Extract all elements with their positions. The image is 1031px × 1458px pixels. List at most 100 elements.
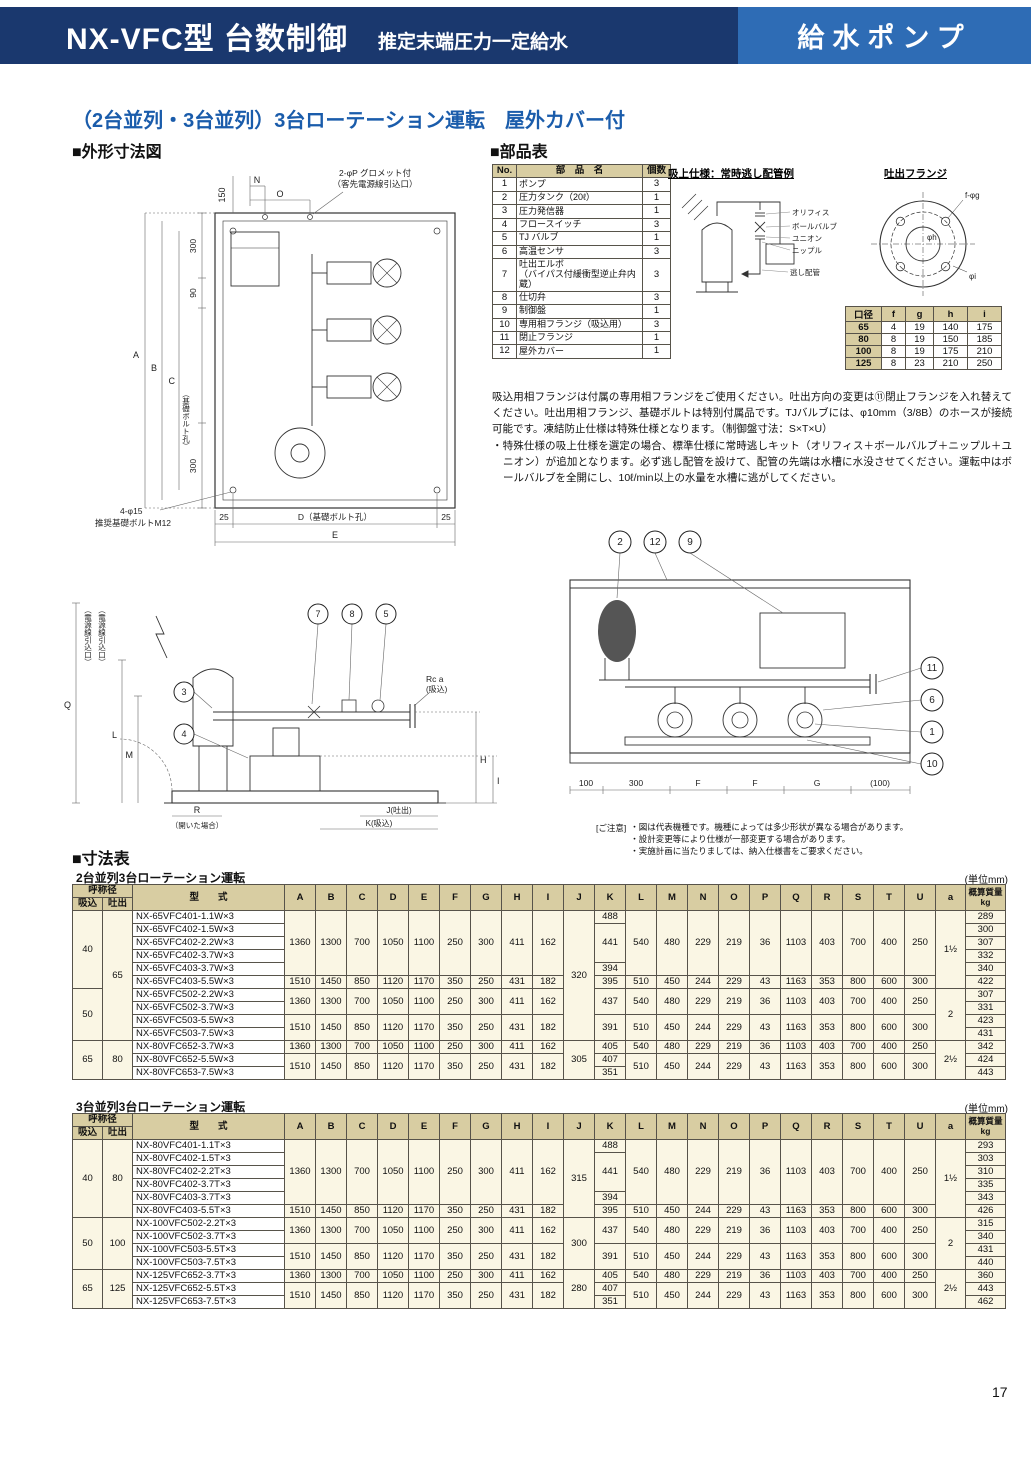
dim-cell: 800 — [842, 1014, 874, 1041]
dim-cell: 335 — [965, 1178, 1006, 1192]
dim-cell: 1100 — [408, 1217, 440, 1244]
dim-cell: 1103 — [780, 1139, 812, 1205]
dim-cell: 850 — [346, 1243, 378, 1270]
callout-4: 4 — [181, 729, 186, 739]
dim-cell: 411 — [501, 1040, 533, 1054]
elevation-unit-outline — [155, 615, 446, 804]
flange-header-cell: f — [881, 306, 906, 322]
dim-cell: 480 — [656, 1217, 688, 1244]
dim-cell: 394 — [594, 962, 626, 976]
flange-value: 210 — [967, 345, 1002, 358]
parts-qty: 1 — [642, 344, 671, 359]
dim-cell: 443 — [965, 1282, 1006, 1296]
parts-name: 制御盤 — [516, 304, 643, 319]
dim-q: Q — [64, 700, 71, 710]
header-letter: D — [377, 1113, 409, 1140]
dim-cell: 1163 — [780, 1282, 812, 1309]
flange-value: 19 — [905, 345, 934, 358]
orifice-label: オリフィス — [792, 208, 829, 217]
dim-cell: 600 — [873, 1243, 905, 1270]
dim-cell: 1360 — [284, 988, 316, 1015]
flange-value: 23 — [905, 357, 934, 370]
flange-i-label: φi — [969, 272, 976, 281]
dim-cell: 700 — [842, 988, 874, 1015]
dim-cell: 80 — [102, 1139, 133, 1218]
parts-name: TJ バルブ — [516, 231, 643, 246]
header-letter: S — [842, 1113, 874, 1140]
header-suction: 吸込 — [72, 1126, 103, 1140]
dim-cell: 250 — [470, 1204, 502, 1218]
dim-cell: 332 — [965, 949, 1006, 963]
dim-cell: 229 — [718, 1014, 750, 1041]
header-letter: U — [904, 884, 936, 911]
header-letter: N — [687, 1113, 719, 1140]
dim-cell: 250 — [439, 1040, 471, 1054]
flange-header-cell: g — [905, 306, 934, 322]
dim-cell: 510 — [625, 1282, 657, 1309]
header-letter: N — [687, 884, 719, 911]
flange-header-cell: 口径 — [845, 306, 882, 322]
dim-cell: 65 — [72, 1269, 103, 1309]
dim-cell: 1450 — [315, 1243, 347, 1270]
header-letter: S — [842, 884, 874, 911]
dim-cell: 36 — [749, 988, 781, 1015]
dim-f2: F — [752, 778, 757, 788]
dim-cell: 437 — [594, 1217, 626, 1244]
callout-5: 5 — [383, 609, 388, 619]
callout-1: 1 — [929, 727, 935, 738]
notes: 吸込用相フランジは付属の専用相フランジをご使用ください。吐出方向の変更は⑪閉止フ… — [492, 390, 1012, 487]
dim-cell: 443 — [965, 1066, 1006, 1080]
dim-cell: 162 — [532, 1040, 564, 1054]
dim-cell: 1170 — [408, 975, 440, 989]
dim-cell: 431 — [501, 1204, 533, 1218]
callout-9: 9 — [687, 537, 693, 548]
parts-name: ポンプ — [516, 177, 643, 192]
dim-cell: 1163 — [780, 1243, 812, 1270]
caution-note: [ご注意] ・図は代表機種です。機種によっては多少形状が異なる場合があります。 … — [596, 822, 956, 858]
parts-name: 圧力タンク（20ℓ） — [516, 190, 643, 206]
dim-cell: 700 — [842, 1217, 874, 1244]
flange-value: 19 — [905, 333, 934, 346]
dim-cell: 353 — [811, 1204, 843, 1218]
header-letter: L — [625, 1113, 657, 1140]
dim-cell: 1100 — [408, 1269, 440, 1283]
dim-cell: 1360 — [284, 1217, 316, 1244]
flange-header-cell: h — [933, 306, 968, 322]
dim-cell: 1100 — [408, 988, 440, 1015]
dim-cell: 353 — [811, 1053, 843, 1080]
parts-qty: 3 — [642, 177, 671, 192]
flange-value: 8 — [881, 333, 906, 346]
plan-dimension-lines — [144, 176, 456, 546]
dim-cell: 540 — [625, 988, 657, 1015]
dim-cell: 450 — [656, 1243, 688, 1270]
model-cell: NX-65VFC502-3.7W×3 — [132, 1001, 285, 1015]
dim-cell: 250 — [904, 910, 936, 976]
dim-cell: 300 — [904, 1053, 936, 1080]
dim-cell: 700 — [346, 1269, 378, 1283]
dim-cell: 1100 — [408, 910, 440, 976]
dim-cell: 229 — [718, 1204, 750, 1218]
dim-cell: 353 — [811, 1014, 843, 1041]
dim-cell: 229 — [687, 988, 719, 1015]
caution-line-1: ・図は代表機種です。機種によっては多少形状が異なる場合があります。 — [630, 822, 909, 832]
page-header: NX-VFC型 台数制御 推定末端圧力一定給水 給水ポンプ — [0, 7, 1031, 64]
dim-cell: 1510 — [284, 1053, 316, 1080]
door-open-note: （開いた場合） — [171, 820, 224, 830]
dim-cell: 219 — [718, 910, 750, 976]
dim-cell: 422 — [965, 975, 1006, 989]
header-letter: G — [470, 884, 502, 911]
dim-cell: 480 — [656, 910, 688, 976]
dim-cell: 182 — [532, 1014, 564, 1041]
flange-value: 140 — [933, 321, 968, 334]
dim-e: E — [332, 530, 338, 540]
model-cell: NX-65VFC503-5.5W×3 — [132, 1014, 285, 1028]
dim-cell: 300 — [470, 988, 502, 1015]
dim-cell: 50 — [72, 1217, 103, 1270]
flange-value: 4 — [881, 321, 906, 334]
dim-cell: 800 — [842, 1053, 874, 1080]
dim-cell: 1050 — [377, 1269, 409, 1283]
header-model: 型 式 — [132, 884, 285, 911]
